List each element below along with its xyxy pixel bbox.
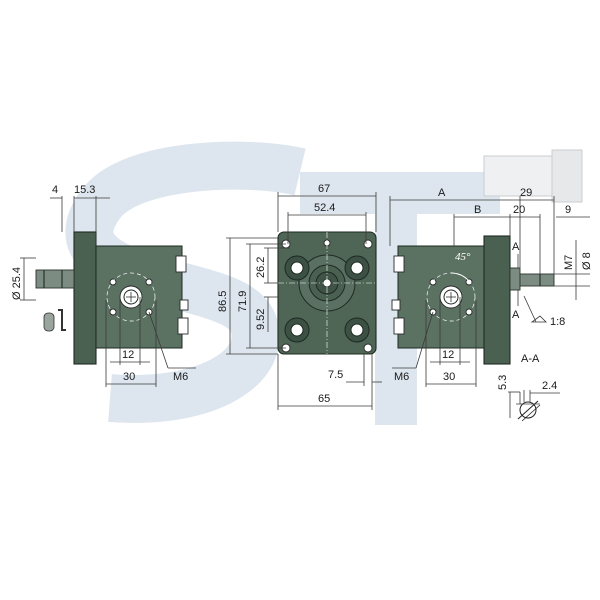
dim-b: B [474, 204, 481, 216]
front-view-dimensions: 67 52.4 86.5 71.9 26.2 9.52 7.5 65 [217, 183, 382, 410]
dim-30-left: 30 [123, 371, 135, 383]
taper-arrow-icon [530, 315, 547, 323]
dim-9: 9 [565, 204, 571, 216]
dim-52-4: 52.4 [314, 202, 335, 214]
left-view [35, 231, 189, 365]
section-title: A-A [521, 353, 540, 365]
section-mark-a-bottom: A [512, 309, 520, 321]
dim-71-9: 71.9 [237, 291, 249, 312]
dim-65: 65 [318, 393, 330, 405]
bolt-hole [350, 261, 364, 275]
dim-5-3: 5.3 [497, 375, 509, 390]
dim-9-52: 9.52 [255, 309, 267, 330]
bolt-hole [290, 261, 304, 275]
dim-2-4: 2.4 [542, 380, 557, 392]
dim-a: A [438, 187, 446, 199]
right-flange [483, 235, 511, 365]
section-a-a: A-A 5.3 2.4 [497, 353, 560, 422]
left-shaft [35, 269, 75, 289]
right-shaft-collar [509, 267, 521, 291]
dim-15-3: 15.3 [74, 184, 95, 196]
allen-key-icon [58, 309, 66, 331]
label-m6-left: M6 [173, 371, 188, 383]
dim-diameter-25-4: Ø 25.4 [11, 267, 23, 300]
left-view-dimensions: 4 15.3 Ø 25.4 12 30 M6 [11, 184, 196, 387]
right-view [391, 149, 583, 365]
bolt-hole [350, 323, 364, 337]
dim-12-right: 12 [442, 349, 454, 361]
key-icon [43, 312, 55, 332]
dim-m7: M7 [563, 255, 575, 270]
bolt-hole [290, 323, 304, 337]
dim-67: 67 [318, 183, 330, 195]
dim-26-2: 26.2 [255, 257, 267, 278]
label-m6-right: M6 [394, 371, 409, 383]
dim-29: 29 [520, 187, 532, 199]
dim-20: 20 [513, 204, 525, 216]
dim-4: 4 [52, 184, 58, 196]
section-mark-a-top: A [512, 241, 520, 253]
dim-shaft-dia-8: Ø 8 [581, 252, 593, 270]
label-angle-45: 45° [455, 251, 471, 263]
dim-86-5: 86.5 [217, 291, 229, 312]
right-shaft [519, 273, 555, 287]
label-taper-1-8: 1:8 [550, 316, 565, 328]
dim-30-right: 30 [443, 371, 455, 383]
dim-7-5: 7.5 [328, 369, 343, 381]
dim-12-left: 12 [122, 349, 134, 361]
front-view [277, 231, 377, 355]
left-flange [73, 231, 97, 365]
right-view-dimensions: A 29 B 20 9 M7 Ø 8 45° A A 1:8 12 30 [389, 187, 593, 387]
